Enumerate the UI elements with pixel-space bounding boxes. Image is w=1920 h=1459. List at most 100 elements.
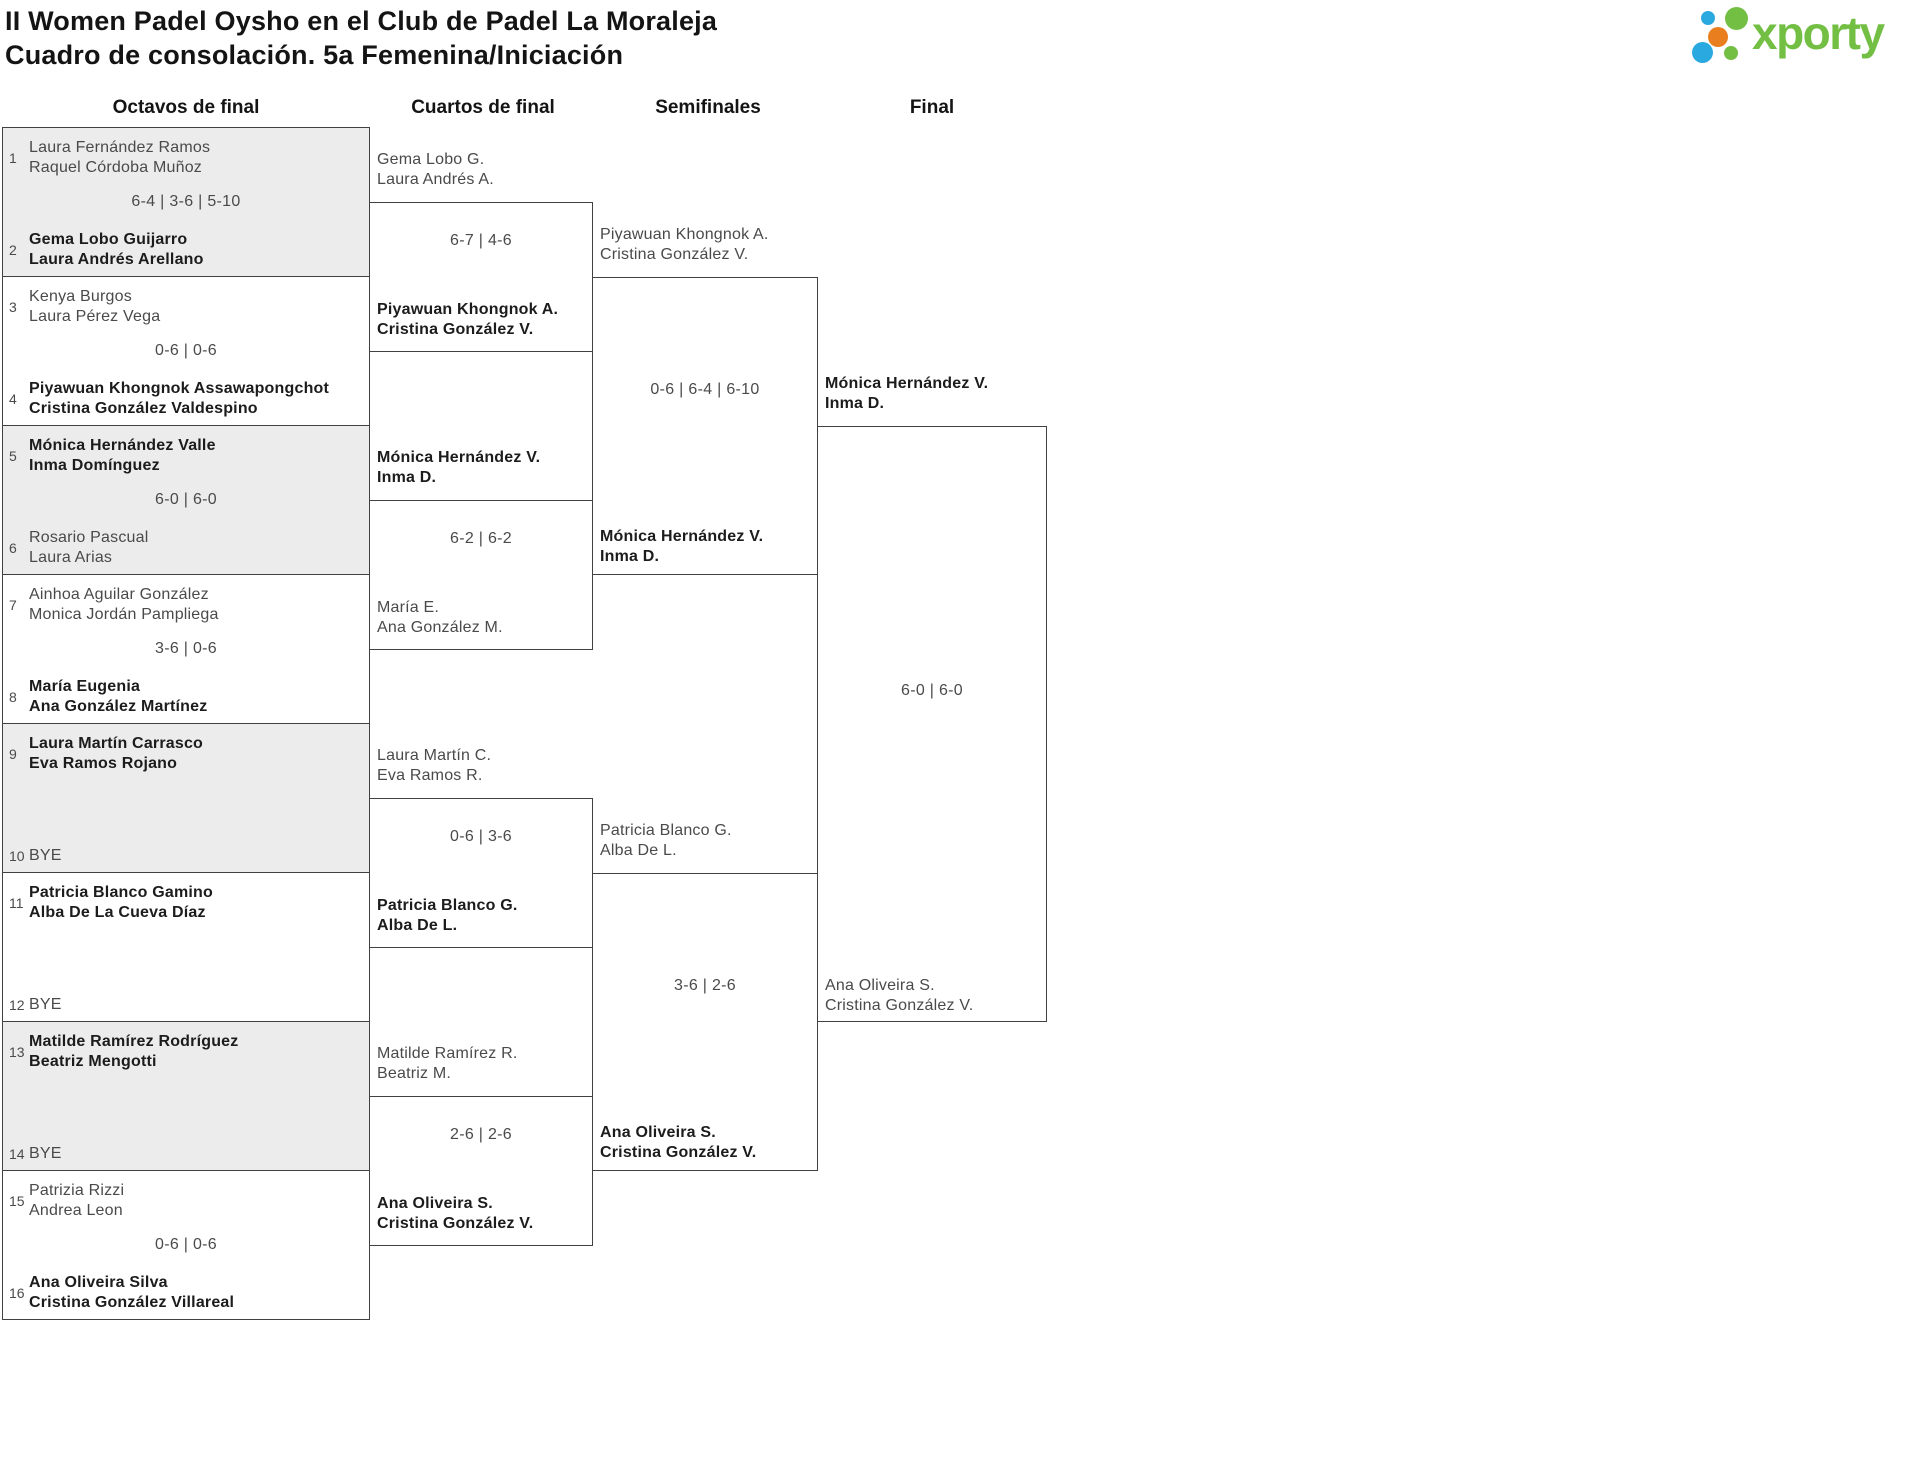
player-name: Mónica Hernández V. xyxy=(600,528,764,545)
player-name: María E. xyxy=(377,599,440,616)
player-name: Ana González Martínez xyxy=(29,698,208,715)
match-score: 2-6 | 2-6 xyxy=(450,1126,512,1143)
match-score: 0-6 | 3-6 xyxy=(450,828,512,845)
player-name: Laura Martín Carrasco xyxy=(29,735,204,752)
final-box: 6-0 | 6-0 xyxy=(817,426,1047,1022)
player-name: BYE xyxy=(29,1145,62,1162)
seed-number: 2 xyxy=(9,242,17,258)
player-name: Cristina González Villareal xyxy=(29,1294,235,1311)
seed-number: 10 xyxy=(9,848,25,864)
xporty-logo[interactable]: xporty xyxy=(1690,0,1918,72)
seed-number: 1 xyxy=(9,150,17,166)
octavos-match-1: 1 Laura Fernández Ramos Raquel Córdoba M… xyxy=(2,127,370,276)
semifinal-2-bottom-team: Ana Oliveira S. Cristina González V. xyxy=(600,1123,756,1163)
player-name: BYE xyxy=(29,996,62,1013)
round-header-cuartos: Cuartos de final xyxy=(411,97,555,118)
player-name: BYE xyxy=(29,847,62,864)
player-name: Beatriz M. xyxy=(377,1065,452,1082)
player-name: Ana Oliveira S. xyxy=(825,977,935,994)
semifinal-1-top-team: Piyawuan Khongnok A. Cristina González V… xyxy=(600,225,769,265)
team: 6 Rosario Pascual Laura Arias xyxy=(9,528,363,568)
logo-dot-icon xyxy=(1701,11,1715,25)
player-name: Ana González M. xyxy=(377,619,503,636)
match-score: 0-6 | 6-4 | 6-10 xyxy=(650,381,760,398)
player-name: Rosario Pascual xyxy=(29,529,149,546)
player-name: Eva Ramos Rojano xyxy=(29,755,178,772)
player-name: Patricia Blanco Gamino xyxy=(29,884,214,901)
seed-number: 3 xyxy=(9,299,17,315)
match-score: 6-2 | 6-2 xyxy=(450,530,512,547)
player-name: Alba De L. xyxy=(600,842,677,859)
seed-number: 9 xyxy=(9,746,17,762)
player-name: Cristina González V. xyxy=(377,1215,534,1232)
player-name: Mónica Hernández V. xyxy=(825,375,989,392)
team: 9 Laura Martín Carrasco Eva Ramos Rojano xyxy=(9,734,363,774)
player-name: Ana Oliveira S. xyxy=(600,1124,716,1141)
player-name: Piyawuan Khongnok A. xyxy=(377,301,559,318)
player-name: Piyawuan Khongnok A. xyxy=(600,226,769,243)
octavos-match-4: 7 Ainhoa Aguilar González Monica Jordán … xyxy=(2,574,370,723)
round-header-octavos: Octavos de final xyxy=(112,97,260,118)
player-name: Inma D. xyxy=(377,469,437,486)
team: 11 Patricia Blanco Gamino Alba De La Cue… xyxy=(9,883,363,923)
player-name: Matilde Ramírez Rodríguez xyxy=(29,1033,239,1050)
cuartos-match-3-top-team: Laura Martín C. Eva Ramos R. xyxy=(377,746,491,786)
player-name: Laura Pérez Vega xyxy=(29,308,161,325)
octavos-match-3: 5 Mónica Hernández Valle Inma Domínguez … xyxy=(2,425,370,574)
team: 4 Piyawuan Khongnok Assawapongchot Crist… xyxy=(9,379,363,419)
player-name: Patricia Blanco G. xyxy=(377,897,518,914)
cuartos-match-2-top-team: Mónica Hernández V. Inma D. xyxy=(377,448,540,488)
seed-number: 5 xyxy=(9,448,17,464)
player-name: Laura Andrés Arellano xyxy=(29,251,204,268)
octavos-match-5: 9 Laura Martín Carrasco Eva Ramos Rojano… xyxy=(2,723,370,872)
player-name: Alba De L. xyxy=(377,917,458,934)
player-name: Raquel Córdoba Muñoz xyxy=(29,159,202,176)
player-name: Inma D. xyxy=(600,548,660,565)
page-title: II Women Padel Oysho en el Club de Padel… xyxy=(5,4,717,72)
seed-number: 4 xyxy=(9,391,17,407)
seed-number: 14 xyxy=(9,1146,25,1162)
team: 15 Patrizia Rizzi Andrea Leon xyxy=(9,1181,363,1221)
player-name: Alba De La Cueva Díaz xyxy=(29,904,206,921)
tournament-title: II Women Padel Oysho en el Club de Padel… xyxy=(5,6,718,36)
player-name: Ana Oliveira S. xyxy=(377,1195,493,1212)
player-name: Patrizia Rizzi xyxy=(29,1182,125,1199)
player-name: Cristina González V. xyxy=(600,1144,757,1161)
semifinal-2-top-team: Patricia Blanco G. Alba De L. xyxy=(600,821,732,861)
player-name: Gema Lobo G. xyxy=(377,151,485,168)
player-name: Kenya Burgos xyxy=(29,288,132,305)
player-name: Cristina González V. xyxy=(377,321,534,338)
cuartos-match-1-bottom-team: Piyawuan Khongnok A. Cristina González V… xyxy=(377,300,558,340)
octavos-match-8: 15 Patrizia Rizzi Andrea Leon 0-6 | 0-6 … xyxy=(2,1170,370,1320)
match-score: 6-0 | 6-0 xyxy=(901,682,963,699)
semifinal-1-bottom-team: Mónica Hernández V. Inma D. xyxy=(600,527,763,567)
seed-number: 15 xyxy=(9,1193,25,1209)
cuartos-match-1-top-team: Gema Lobo G. Laura Andrés A. xyxy=(377,150,494,190)
player-name: Laura Fernández Ramos xyxy=(29,139,211,156)
team: 3 Kenya Burgos Laura Pérez Vega xyxy=(9,287,363,327)
team: 10 BYE xyxy=(9,846,363,866)
logo-dot-icon xyxy=(1724,46,1738,60)
logo-dot-icon xyxy=(1725,7,1748,30)
semifinal-2-box: 3-6 | 2-6 xyxy=(592,873,818,1171)
player-name: Ana Oliveira Silva xyxy=(29,1274,168,1291)
match-score: 6-4 | 3-6 | 5-10 xyxy=(131,193,241,210)
bracket-subtitle: Cuadro de consolación. 5a Femenina/Inici… xyxy=(5,40,624,70)
player-name: Eva Ramos R. xyxy=(377,767,483,784)
player-name: Piyawuan Khongnok Assawapongchot xyxy=(29,380,330,397)
team: 14 BYE xyxy=(9,1144,363,1164)
round-header-semifinales: Semifinales xyxy=(655,97,761,118)
round-header-final: Final xyxy=(909,97,955,118)
player-name: María Eugenia xyxy=(29,678,141,695)
seed-number: 7 xyxy=(9,597,17,613)
match-score: 6-7 | 4-6 xyxy=(450,232,512,249)
player-name: Laura Martín C. xyxy=(377,747,492,764)
player-name: Matilde Ramírez R. xyxy=(377,1045,518,1062)
player-name: Cristina González V. xyxy=(825,997,974,1014)
match-score: 0-6 | 0-6 xyxy=(155,342,217,359)
match-score: 6-0 | 6-0 xyxy=(155,491,217,508)
seed-number: 16 xyxy=(9,1285,25,1301)
team: 16 Ana Oliveira Silva Cristina González … xyxy=(9,1273,363,1313)
cuartos-match-4-box: 2-6 | 2-6 xyxy=(369,1096,593,1246)
